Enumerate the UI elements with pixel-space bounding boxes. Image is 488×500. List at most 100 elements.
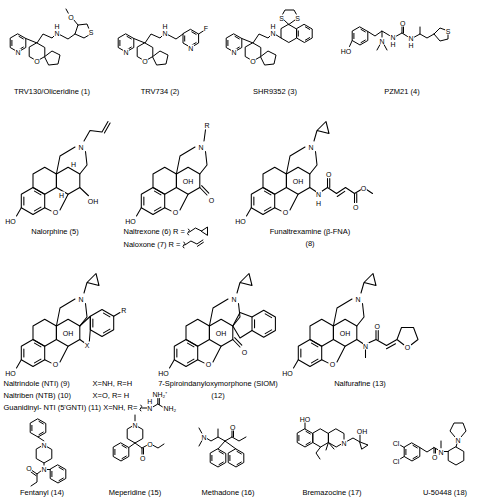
chem-structure [137, 130, 209, 216]
atom-label: O [34, 58, 40, 65]
chem-structure [118, 30, 204, 66]
atom-label: N [41, 442, 47, 449]
substituent [140, 399, 163, 412]
atom-label: HO [282, 369, 294, 376]
atom-label: H [147, 398, 153, 405]
chem-structure [297, 423, 368, 460]
chem-structure [17, 274, 121, 369]
atom-label: N [341, 439, 347, 446]
atom-label: O [147, 440, 153, 447]
compound-caption: Naltriben (NTB) (10) [3, 392, 72, 400]
atom-label: O [68, 14, 74, 21]
compound-caption: TRV130/Oliceridine (1) [13, 88, 90, 96]
atom-label: S [295, 14, 301, 21]
atom-label: N [408, 35, 414, 42]
atom-label: HO [125, 217, 137, 224]
atom-label: H [270, 23, 276, 30]
atom-label: O [431, 454, 437, 461]
atom-label: O [205, 360, 211, 367]
atom-label: N [54, 30, 60, 37]
atom-label: N [455, 437, 461, 444]
atom-label: N [188, 44, 194, 51]
atom-label: OH [356, 428, 368, 435]
atom-label: O [282, 208, 288, 215]
compound-caption: (12) [211, 392, 225, 400]
atom-label: N [390, 34, 396, 41]
atom-label: HO [158, 369, 170, 376]
atom-label: O [352, 204, 358, 211]
atom-label: X [84, 341, 90, 348]
atom-label: S [445, 28, 451, 35]
atom-label: N [231, 296, 237, 303]
compound-caption: Nalfurafine (13) [334, 380, 387, 388]
compound-caption: Fentanyl (14) [19, 489, 64, 497]
atom-label: O [229, 424, 235, 431]
atom-label: R [121, 307, 127, 314]
atom-label: NH₂⁺ [152, 391, 168, 398]
atom-label: HO [235, 217, 247, 224]
compound-caption: Naltrexone (6) R = [123, 228, 185, 236]
atom-label: Cl [392, 440, 400, 447]
atom-label: N [270, 30, 276, 37]
chem-structure [170, 274, 276, 369]
chem-structure [17, 122, 111, 217]
compound-caption: Nalorphine (5) [31, 228, 80, 236]
compound-caption: PZM21 (4) [384, 88, 420, 96]
compound-caption: U-50448 (18) [422, 489, 467, 497]
atom-label: N [362, 342, 368, 349]
atom-label: O [139, 455, 145, 462]
atom-label: N [438, 448, 444, 455]
atom-label: N [15, 49, 21, 56]
atom-label: O [52, 208, 58, 215]
atom-label: OH [87, 198, 99, 205]
atom-label: O [208, 196, 214, 203]
atom-label: N [123, 49, 129, 56]
compound-caption: X=NH, R=H [92, 380, 133, 388]
substituent [183, 240, 204, 248]
atom-label: O [142, 58, 148, 65]
atom-label: O [399, 20, 405, 27]
compound-caption: 7-Spiroindanyloxymorphone (SIOM) [158, 380, 279, 388]
atom-label: H [390, 41, 396, 48]
chem-structure [294, 274, 419, 369]
atom-label: OH [215, 329, 227, 336]
atom-label: H [54, 23, 60, 30]
compound-caption: TRV734 (2) [140, 88, 180, 96]
atom-label: O [404, 344, 410, 351]
chem-structure [10, 9, 89, 65]
atom-label: OH [339, 329, 351, 336]
compound-caption: Naloxone (7) R = [123, 241, 181, 249]
atom-label: O [52, 360, 58, 367]
atom-label: O [241, 348, 247, 355]
atom-label: N [308, 144, 314, 151]
atom-label: HO [5, 217, 17, 224]
atom-label: O [26, 465, 32, 472]
chem-structure [226, 10, 312, 65]
atom-label: N [78, 296, 84, 303]
compound-caption: Bremazocine (17) [302, 489, 362, 497]
atom-label: OH [182, 177, 194, 184]
atom-label: H [315, 199, 321, 206]
atom-label: S [279, 14, 285, 21]
atom-label: HO [299, 416, 311, 423]
atom-label: OH [292, 177, 304, 184]
atom-label: F [203, 25, 208, 32]
compound-caption: Guanidinyl- NTI (5'GNTI) (11) X=NH, R= [3, 404, 138, 412]
atom-label: S [88, 29, 94, 36]
atom-label: H [408, 42, 414, 49]
atom-label: N [132, 422, 138, 429]
chem-structure [30, 419, 66, 486]
chem-structure [199, 428, 246, 467]
substituent [187, 227, 207, 235]
atom-label: N [315, 190, 321, 197]
chem-structure [247, 122, 373, 217]
atom-label: Cl [392, 458, 400, 465]
atom-label: O [325, 171, 331, 178]
atom-label: HO [5, 369, 17, 376]
chem-structure [400, 423, 466, 465]
compound-caption: Funaltrexamine (β-FNA) [269, 228, 351, 236]
atom-label: O [329, 360, 335, 367]
compound-caption: Meperidine (15) [108, 489, 162, 497]
